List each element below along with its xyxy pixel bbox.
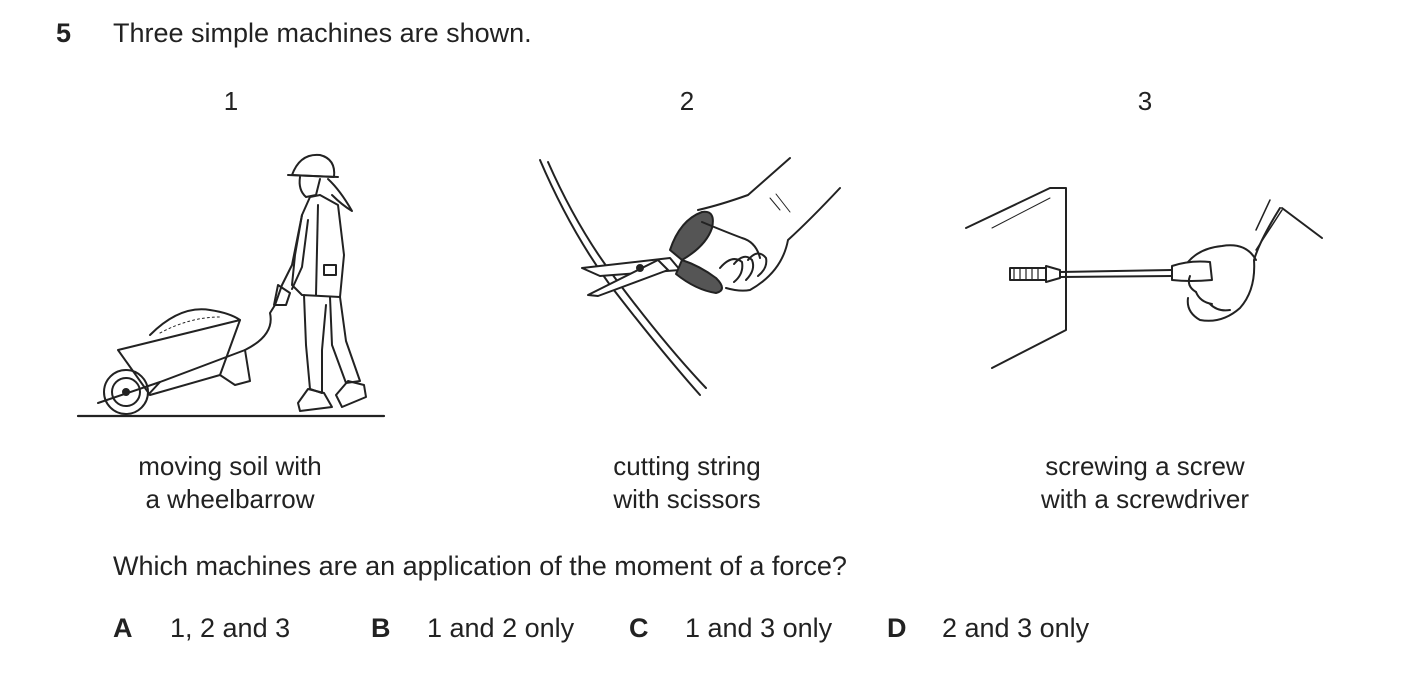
option-a-text: 1, 2 and 3 <box>170 613 291 643</box>
option-d-letter: D <box>887 613 907 643</box>
wheelbarrow-illustration <box>76 153 386 418</box>
option-b-text: 1 and 2 only <box>427 613 575 643</box>
option-c-text: 1 and 3 only <box>685 613 833 643</box>
option-b-letter: B <box>371 613 391 643</box>
screwdriver-illustration <box>965 187 1323 369</box>
question-prompt: Which machines are an application of the… <box>113 551 847 581</box>
question-number: 5 <box>56 18 72 48</box>
option-d-text: 2 and 3 only <box>942 613 1090 643</box>
option-a-letter: A <box>113 613 133 643</box>
figure-number-2: 2 <box>679 86 695 116</box>
scissors-illustration <box>539 157 841 396</box>
option-c-letter: C <box>629 613 649 643</box>
figure-number-3: 3 <box>1137 86 1153 116</box>
question-stem: Three simple machines are shown. <box>113 18 532 48</box>
figure-number-1: 1 <box>223 86 239 116</box>
